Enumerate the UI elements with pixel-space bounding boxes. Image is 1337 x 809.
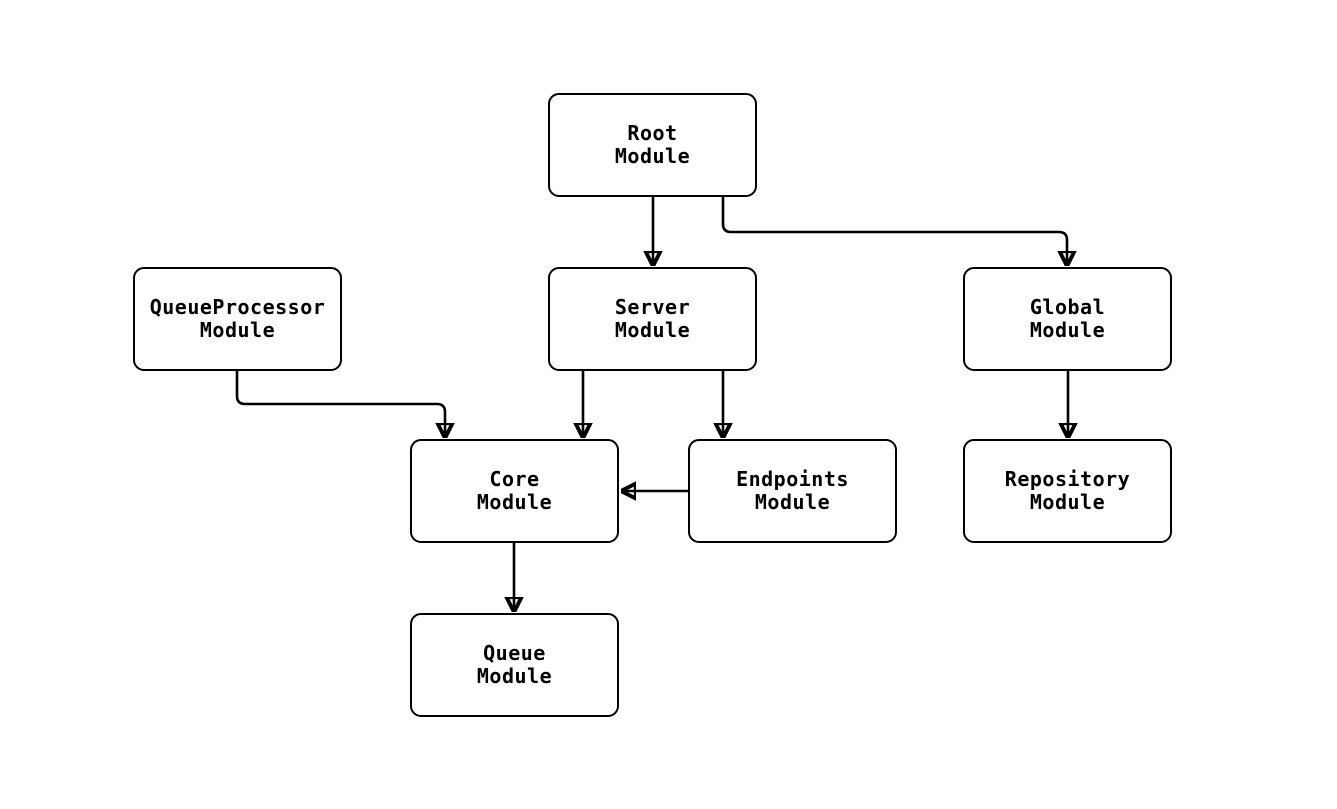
node-label-line1: Global (1029, 295, 1106, 319)
node-label-line2: Module (199, 318, 276, 342)
node-label-line2: Module (1029, 490, 1106, 514)
node-queue-module: Queue Module (410, 613, 619, 717)
node-server-module: Server Module (548, 267, 757, 371)
edge-queueprocessor-to-core (235, 371, 445, 437)
node-label-line2: Module (1029, 318, 1106, 342)
edge-root-to-global (721, 197, 1067, 265)
node-label-line1: Core (489, 467, 540, 491)
node-repository-module: Repository Module (963, 439, 1172, 543)
node-queueprocessor-module: QueueProcessor Module (133, 267, 342, 371)
node-label-line2: Module (476, 490, 553, 514)
node-label-line2: Module (614, 144, 691, 168)
node-label-line1: Endpoints (736, 467, 849, 491)
node-label-line2: Module (476, 664, 553, 688)
node-global-module: Global Module (963, 267, 1172, 371)
node-root-module: Root Module (548, 93, 757, 197)
node-core-module: Core Module (410, 439, 619, 543)
node-endpoints-module: Endpoints Module (688, 439, 897, 543)
node-label-line2: Module (614, 318, 691, 342)
node-label-line1: Queue (483, 641, 546, 665)
node-label-line2: Module (754, 490, 831, 514)
node-label-line1: QueueProcessor (149, 295, 326, 319)
node-label-line1: Root (627, 121, 678, 145)
node-label-line1: Server (614, 295, 691, 319)
node-label-line1: Repository (1004, 467, 1131, 491)
